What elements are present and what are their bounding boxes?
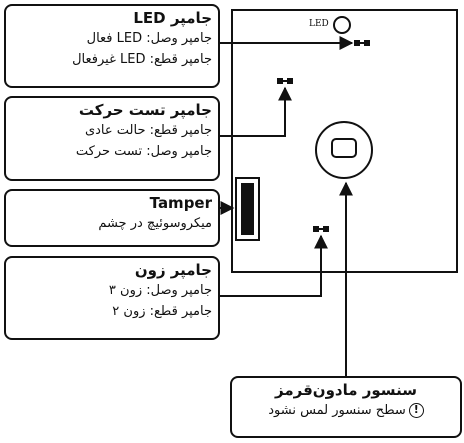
pir-sensor-icon [315, 121, 373, 179]
zone-jumper-title: جامپر زون [134, 261, 212, 279]
pir-sensor-window [331, 138, 357, 158]
warning-icon: ! [408, 403, 424, 418]
jumper-led-icon [354, 40, 370, 46]
motion-test-off: جامپر قطع: حالت عادی [84, 123, 212, 138]
tamper-switch-icon [235, 177, 260, 241]
led-jumper-off: جامپر قطع: LED غیرفعال [72, 52, 212, 67]
zone-jumper-on: جامپر وصل: زون ۳ [108, 283, 212, 298]
tamper-description: میکروسوئیچ در چشم [98, 216, 212, 231]
motion-test-on: جامپر وصل: تست حرکت [75, 144, 212, 159]
led-jumper-title: جامپر LED [133, 9, 212, 27]
pir-sensor-warning: سطح سنسور لمس نشود [268, 403, 406, 418]
jumper-motion-test-icon [277, 78, 293, 84]
motion-jumper-leader [219, 86, 292, 137]
tamper-callout: Tamper میکروسوئیچ در چشم [4, 189, 220, 247]
tamper-title: Tamper [149, 194, 212, 212]
pir-sensor-title: سنسور مادون‌قرمز [275, 381, 417, 399]
led-label: LED [309, 19, 329, 29]
motion-test-title: جامپر تست حرکت [78, 101, 212, 119]
jumper-zone-icon [313, 226, 329, 232]
detector-board [231, 9, 458, 273]
led-jumper-on: جامپر وصل: LED فعال [86, 31, 212, 46]
motion-test-callout: جامپر تست حرکت جامپر قطع: حالت عادی جامپ… [4, 96, 220, 181]
led-indicator-icon [333, 16, 351, 34]
pir-sensor-callout: سنسور مادون‌قرمز !سطح سنسور لمس نشود [230, 376, 462, 438]
zone-jumper-callout: جامپر زون جامپر وصل: زون ۳ جامپر قطع: زو… [4, 256, 220, 340]
led-jumper-callout: جامپر LED جامپر وصل: LED فعال جامپر قطع:… [4, 4, 220, 88]
pir-sensor-warning-row: !سطح سنسور لمس نشود [238, 400, 454, 421]
zone-jumper-off: جامپر قطع: زون ۲ [112, 304, 212, 319]
zone-jumper-leader [219, 234, 328, 297]
